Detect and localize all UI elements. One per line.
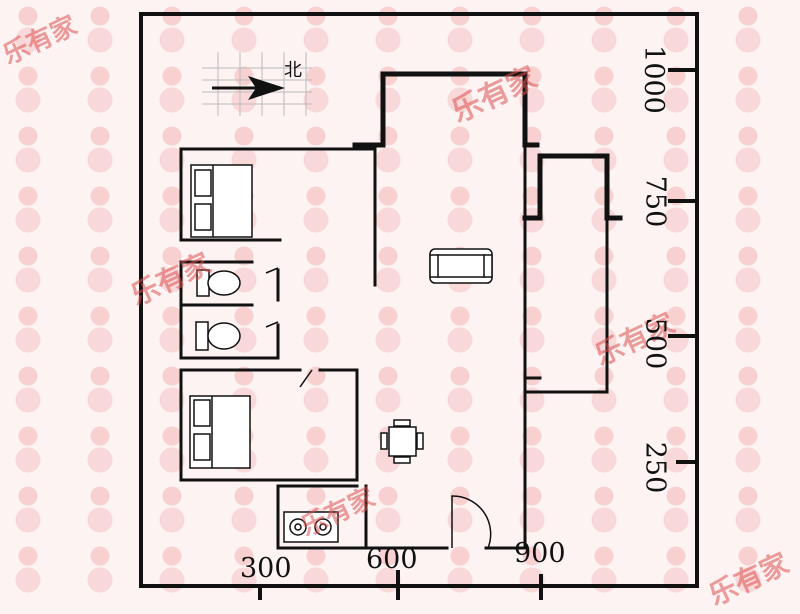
walls	[179, 71, 623, 550]
toilet-2-icon	[195, 321, 241, 351]
floor-plan	[139, 12, 699, 600]
watermark-pattern	[0, 0, 800, 600]
toilet-1-icon	[196, 269, 241, 297]
gas-stove-icon	[283, 511, 339, 543]
north-label: 北	[284, 60, 302, 81]
scale-label-right: 250	[639, 441, 671, 494]
scale-label-bottom: 300	[240, 553, 292, 584]
compass	[202, 52, 312, 116]
doors	[265, 267, 492, 549]
bottom-scale-ticks	[258, 570, 543, 600]
bed-south	[189, 395, 251, 469]
scale-label-bottom: 900	[514, 538, 566, 569]
bed-north	[190, 164, 253, 238]
sofa-icon	[429, 248, 493, 284]
right-scale-ticks	[668, 68, 697, 464]
scale-label-bottom: 600	[366, 544, 418, 575]
north-arrow-icon	[248, 76, 285, 100]
scale-label-right: 1000	[637, 45, 669, 114]
scale-label-right: 500	[639, 317, 671, 370]
dining-table-icon	[380, 419, 424, 464]
plan-border	[139, 12, 699, 588]
scale-label-right: 750	[639, 175, 671, 228]
